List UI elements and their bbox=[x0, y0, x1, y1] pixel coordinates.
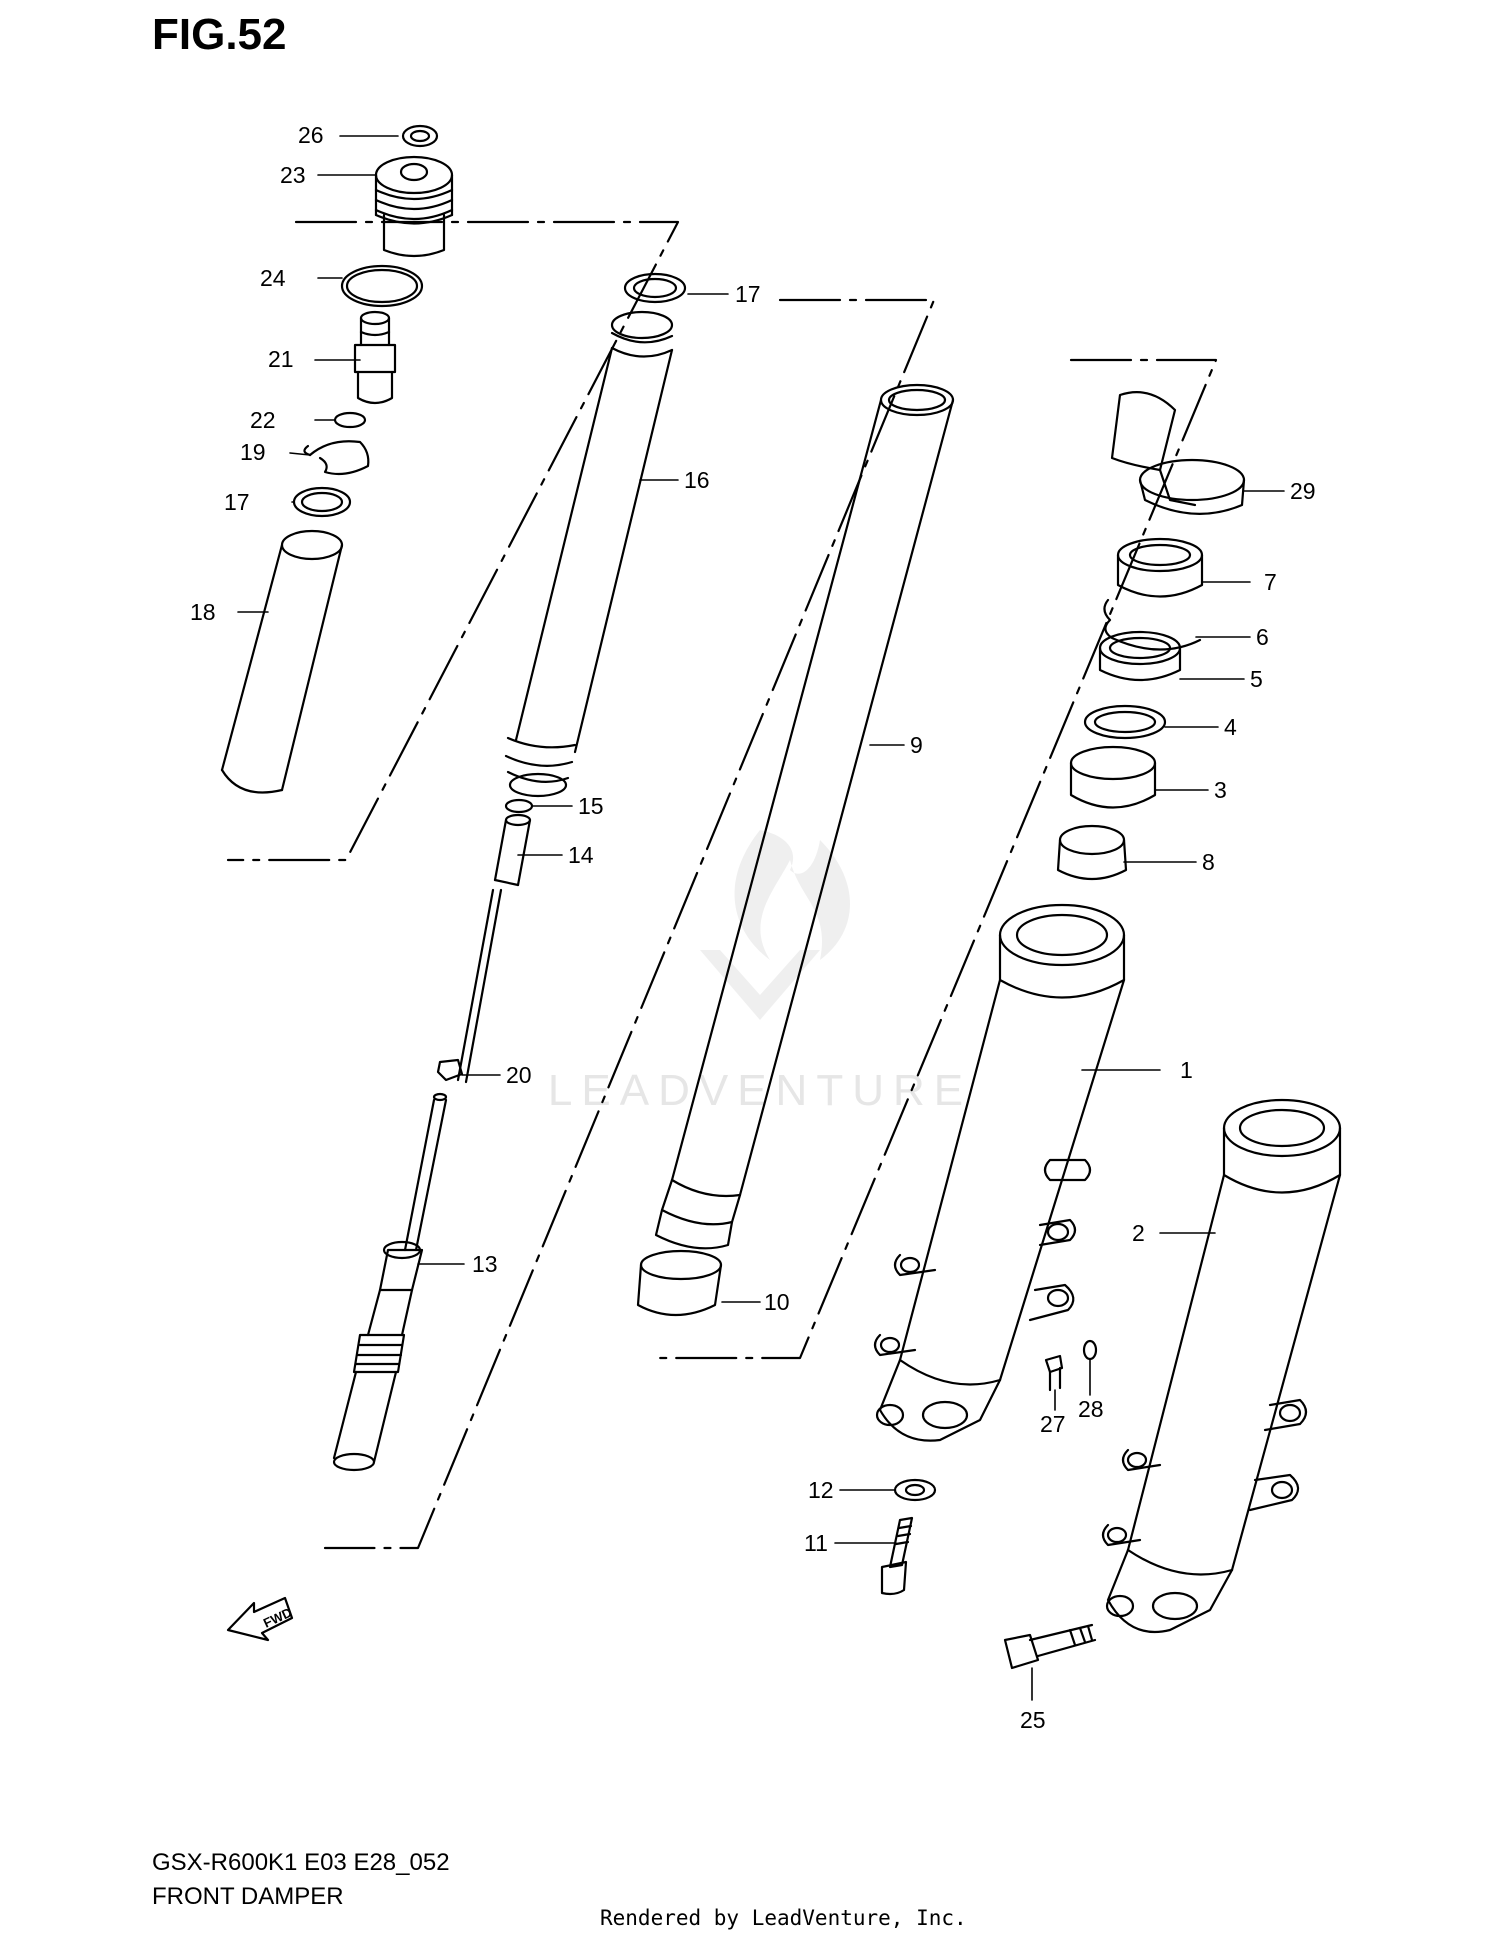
part-24-o-ring bbox=[340, 264, 424, 308]
callout-14: 14 bbox=[568, 842, 594, 868]
fwd-arrow-icon bbox=[226, 1596, 294, 1642]
part-27-air-valve bbox=[1044, 1354, 1064, 1392]
watermark-flame-icon bbox=[734, 830, 850, 960]
callout-11: 11 bbox=[804, 1530, 828, 1556]
callout-17-left: 17 bbox=[224, 489, 250, 515]
part-6-stopper-ring bbox=[1103, 598, 1202, 651]
part-22-o-ring bbox=[333, 411, 367, 429]
callout-23: 23 bbox=[280, 162, 306, 188]
callout-15: 15 bbox=[578, 793, 604, 819]
part-17-bushing-left bbox=[292, 486, 352, 518]
part-15-o-ring bbox=[504, 798, 534, 814]
callout-24: 24 bbox=[260, 265, 286, 291]
callout-7: 7 bbox=[1264, 569, 1277, 595]
model-code: GSX-R600K1 E03 E28_052 bbox=[152, 1849, 450, 1876]
callout-labels: 26 23 24 21 22 19 17 18 17 16 15 14 20 1… bbox=[190, 122, 1316, 1733]
group-outline-damper-tube bbox=[323, 298, 936, 1550]
part-20-nut bbox=[436, 1058, 464, 1082]
part-12-gasket bbox=[893, 1478, 937, 1502]
part-13-damper-rod bbox=[332, 1092, 448, 1472]
watermark: LEADVENTURE bbox=[548, 830, 972, 1115]
part-29-guard bbox=[1110, 391, 1246, 515]
callout-13: 13 bbox=[472, 1251, 498, 1277]
callout-2: 2 bbox=[1132, 1220, 1145, 1246]
callout-6: 6 bbox=[1256, 624, 1269, 650]
part-26-washer bbox=[401, 124, 439, 148]
part-17-bushing-top bbox=[623, 272, 687, 304]
callout-19: 19 bbox=[240, 439, 266, 465]
part-18-spacer bbox=[220, 529, 344, 794]
callout-25: 25 bbox=[1020, 1707, 1046, 1733]
part-3-guide-bushing bbox=[1069, 745, 1157, 809]
watermark-text: LEADVENTURE bbox=[548, 1066, 972, 1115]
part-5-washer bbox=[1098, 630, 1182, 682]
group-outline-left bbox=[226, 220, 680, 862]
rendered-by-credit: Rendered by LeadVenture, Inc. bbox=[600, 1906, 967, 1930]
callout-12: 12 bbox=[808, 1477, 834, 1503]
callout-9: 9 bbox=[910, 732, 923, 758]
part-14-rod bbox=[456, 813, 532, 1084]
callout-18: 18 bbox=[190, 599, 216, 625]
callout-28: 28 bbox=[1078, 1396, 1104, 1422]
part-10-bushing bbox=[636, 1249, 723, 1317]
callout-21: 21 bbox=[268, 346, 294, 372]
part-21-adjuster bbox=[353, 310, 397, 405]
part-28-washer bbox=[1082, 1339, 1098, 1361]
callout-20: 20 bbox=[506, 1062, 532, 1088]
callout-4: 4 bbox=[1224, 714, 1237, 740]
callout-16: 16 bbox=[684, 467, 710, 493]
group-outline-inner-tube bbox=[655, 358, 1218, 1360]
part-23-cap-bolt bbox=[374, 155, 454, 258]
part-25-axle-bolt bbox=[1003, 1623, 1097, 1670]
callout-27: 27 bbox=[1040, 1411, 1066, 1437]
part-4-o-ring bbox=[1083, 704, 1167, 740]
callout-1: 1 bbox=[1180, 1057, 1193, 1083]
part-11-bolt bbox=[880, 1516, 914, 1596]
part-9-outer-tube bbox=[654, 383, 955, 1250]
callout-17-top: 17 bbox=[735, 281, 761, 307]
part-16-spring bbox=[504, 310, 674, 798]
section-name: FRONT DAMPER bbox=[152, 1883, 344, 1910]
part-1-outer-tube bbox=[873, 903, 1126, 1442]
part-7-oil-seal bbox=[1116, 537, 1204, 598]
callout-29: 29 bbox=[1290, 478, 1316, 504]
callout-5: 5 bbox=[1250, 666, 1263, 692]
part-2-outer-tube bbox=[1101, 1098, 1342, 1634]
callout-leaders bbox=[237, 135, 1285, 1701]
callout-8: 8 bbox=[1202, 849, 1215, 875]
figure-title: FIG.52 bbox=[152, 10, 287, 59]
callout-10: 10 bbox=[764, 1289, 790, 1315]
part-19-snap-ring bbox=[303, 440, 370, 476]
part-8-slide-bushing bbox=[1056, 824, 1128, 880]
callout-3: 3 bbox=[1214, 777, 1227, 803]
callout-22: 22 bbox=[250, 407, 276, 433]
callout-26: 26 bbox=[298, 122, 324, 148]
